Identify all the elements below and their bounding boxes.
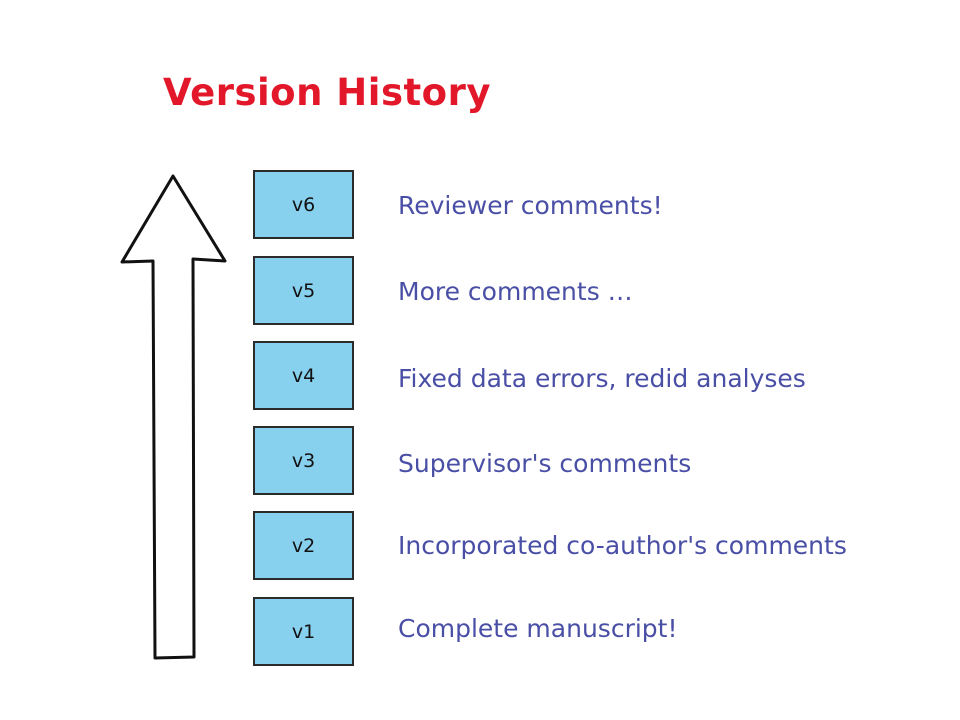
version-box-v4: v4 (253, 341, 354, 410)
up-arrow-icon (120, 174, 227, 660)
version-box-v5: v5 (253, 256, 354, 325)
version-box-v3: v3 (253, 426, 354, 495)
version-label: v2 (291, 534, 316, 557)
version-description-v2: Incorporated co-author's comments (398, 531, 847, 560)
version-box-v1: v1 (253, 597, 354, 666)
version-description-v1: Complete manuscript! (398, 614, 678, 643)
version-box-v6: v6 (253, 170, 354, 239)
version-description-v5: More comments … (398, 277, 633, 306)
version-label: v3 (291, 449, 316, 472)
page-title: Version History (163, 71, 491, 114)
version-label: v5 (291, 279, 316, 302)
version-description-v3: Supervisor's comments (398, 449, 692, 478)
version-label: v6 (291, 193, 316, 216)
version-description-v4: Fixed data errors, redid analyses (398, 364, 806, 393)
version-description-v6: Reviewer comments! (398, 191, 663, 220)
version-label: v1 (291, 620, 316, 643)
version-label: v4 (291, 364, 316, 387)
version-box-v2: v2 (253, 511, 354, 580)
